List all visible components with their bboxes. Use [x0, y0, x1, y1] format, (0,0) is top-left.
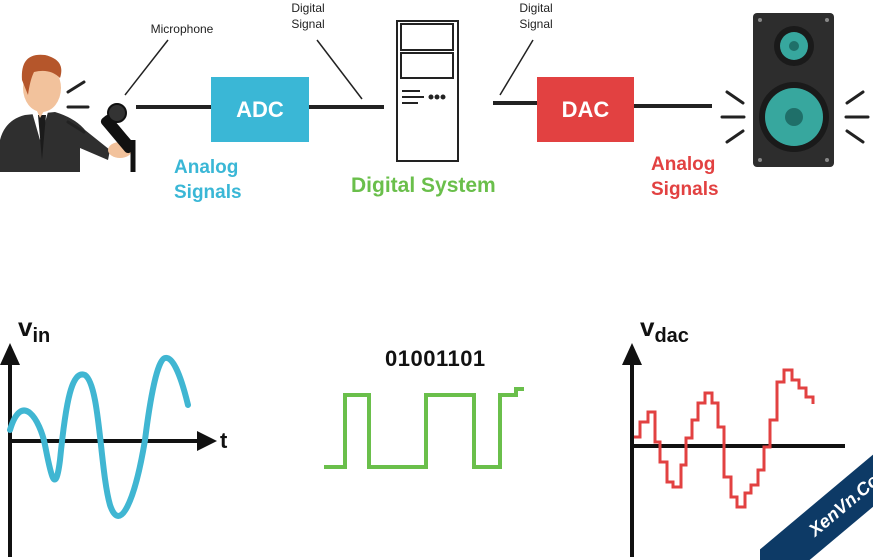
binary-value-label: 01001101 — [385, 346, 486, 371]
vdac-axes — [622, 343, 845, 557]
analog-signals-label-left: Analog Signals — [174, 155, 242, 205]
digital-system-label: Digital System — [351, 174, 496, 197]
digital-waveform — [324, 387, 524, 469]
vin-waveform — [7, 354, 191, 519]
digital-signal-label-left: Digital Signal — [280, 0, 336, 32]
digital-signal-pointer-left — [316, 39, 363, 100]
analog-signals-label-right: Analog Signals — [651, 152, 719, 202]
digital-signal-label-right: Digital Signal — [508, 0, 564, 32]
time-axis-label: t — [220, 428, 228, 453]
watermark-ribbon: XenVn.Com — [760, 440, 873, 560]
analog-right-line2: Signals — [651, 179, 719, 200]
digital-signal-pointer-right — [499, 39, 534, 96]
speaker-icon — [753, 13, 834, 167]
vin-axes — [0, 343, 217, 557]
watermark-text: XenVn.Com — [804, 459, 873, 540]
vin-symbol: v — [18, 312, 33, 342]
digital-signal-right-line2: Signal — [519, 17, 553, 31]
microphone-pointer — [124, 39, 169, 96]
microphone-icon — [100, 103, 136, 172]
sound-waves-icon — [720, 90, 870, 144]
microphone-label: Microphone — [150, 22, 214, 36]
analog-left-line1: Analog — [174, 157, 239, 178]
analog-right-line1: Analog — [651, 154, 716, 175]
digital-signal-left-line2: Signal — [291, 17, 325, 31]
analog-left-line2: Signals — [174, 182, 242, 203]
voice-lines-icon — [66, 80, 90, 134]
watermark-band: XenVn.Com — [760, 440, 873, 560]
vdac-label: vdac — [640, 312, 689, 348]
adc-block: ADC — [211, 77, 309, 142]
digital-signal-left-line1: Digital — [291, 1, 325, 15]
vdac-symbol: v — [640, 312, 655, 342]
dac-block: DAC — [537, 77, 634, 142]
computer-icon — [396, 20, 459, 162]
vdac-waveform — [634, 368, 815, 509]
vin-label: vin — [18, 312, 50, 348]
vdac-subscript: dac — [654, 325, 689, 348]
digital-signal-right-line1: Digital — [519, 1, 553, 15]
vin-subscript: in — [32, 325, 51, 348]
